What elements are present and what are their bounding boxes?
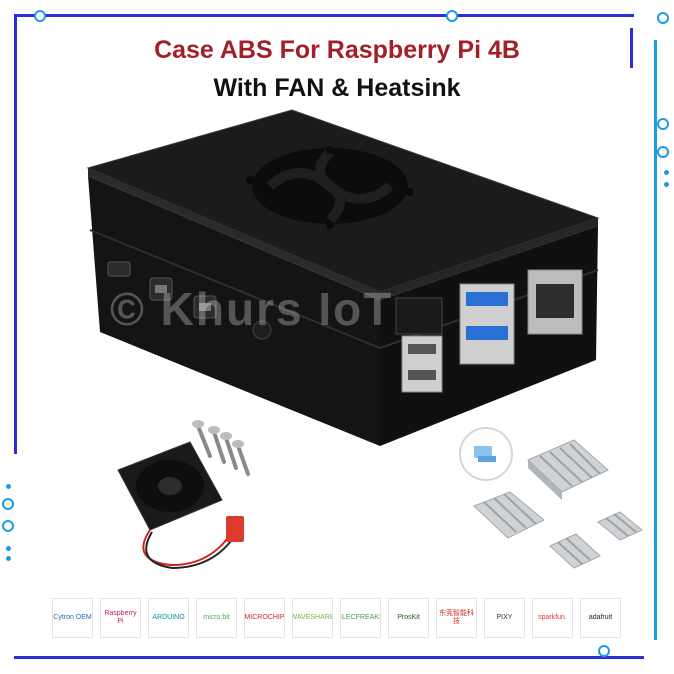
logo-microchip: MICROCHIP bbox=[244, 598, 285, 638]
logo-proskit: ProsKit bbox=[388, 598, 429, 638]
logo-arduino: ARDUINO bbox=[148, 598, 189, 638]
frame-dot-1 bbox=[664, 170, 669, 175]
frame-ring-right-2 bbox=[657, 118, 669, 130]
frame-dot-2 bbox=[664, 182, 669, 187]
logo-cytron: Cytron OEM bbox=[52, 598, 93, 638]
watermark-text: © Khurs IoT bbox=[110, 283, 394, 335]
frame-right-accent bbox=[630, 28, 633, 68]
heatsink-large-icon bbox=[527, 439, 609, 500]
logo-pixy: PIXY bbox=[484, 598, 525, 638]
frame-left-line bbox=[14, 14, 17, 454]
heatsink-medium-icon bbox=[473, 491, 545, 539]
logo-micro-bit: micro:bit bbox=[196, 598, 237, 638]
logo-elecfreaks: ELECFREAKS bbox=[340, 598, 381, 638]
logo-adafruit: adafruit bbox=[580, 598, 621, 638]
logo-waveshare: WAVESHARE bbox=[292, 598, 333, 638]
logo-chinese-brand: 东莞智能科技 bbox=[436, 598, 477, 638]
frame-ring-left-2 bbox=[2, 520, 14, 532]
cooling-fan-icon bbox=[117, 441, 244, 570]
frame-ring-right-3 bbox=[657, 146, 669, 158]
product-title: Case ABS For Raspberry Pi 4B bbox=[154, 36, 520, 64]
frame-ring-top-mid bbox=[446, 10, 458, 22]
frame-top-line bbox=[14, 14, 634, 17]
heatsink-small-icon bbox=[549, 511, 643, 569]
frame-right-line bbox=[654, 40, 657, 640]
frame-dot-5 bbox=[6, 556, 11, 561]
product-subtitle: With FAN & Heatsink bbox=[213, 74, 461, 102]
frame-dot-3 bbox=[6, 484, 11, 489]
frame-dot-4 bbox=[6, 546, 11, 551]
thermal-pad-icon bbox=[459, 427, 513, 481]
frame-ring-left-1 bbox=[2, 498, 14, 510]
frame-ring-top-left bbox=[34, 10, 46, 22]
frame-bottom-line bbox=[14, 656, 644, 659]
fan-vent-icon bbox=[246, 146, 414, 229]
frame-ring-right-1 bbox=[657, 12, 669, 24]
frame-ring-bottom bbox=[598, 645, 610, 657]
logo-sparkfun: sparkfun. bbox=[532, 598, 573, 638]
logo-raspberry-pi: Raspberry Pi bbox=[100, 598, 141, 638]
screws-icon bbox=[196, 424, 250, 476]
